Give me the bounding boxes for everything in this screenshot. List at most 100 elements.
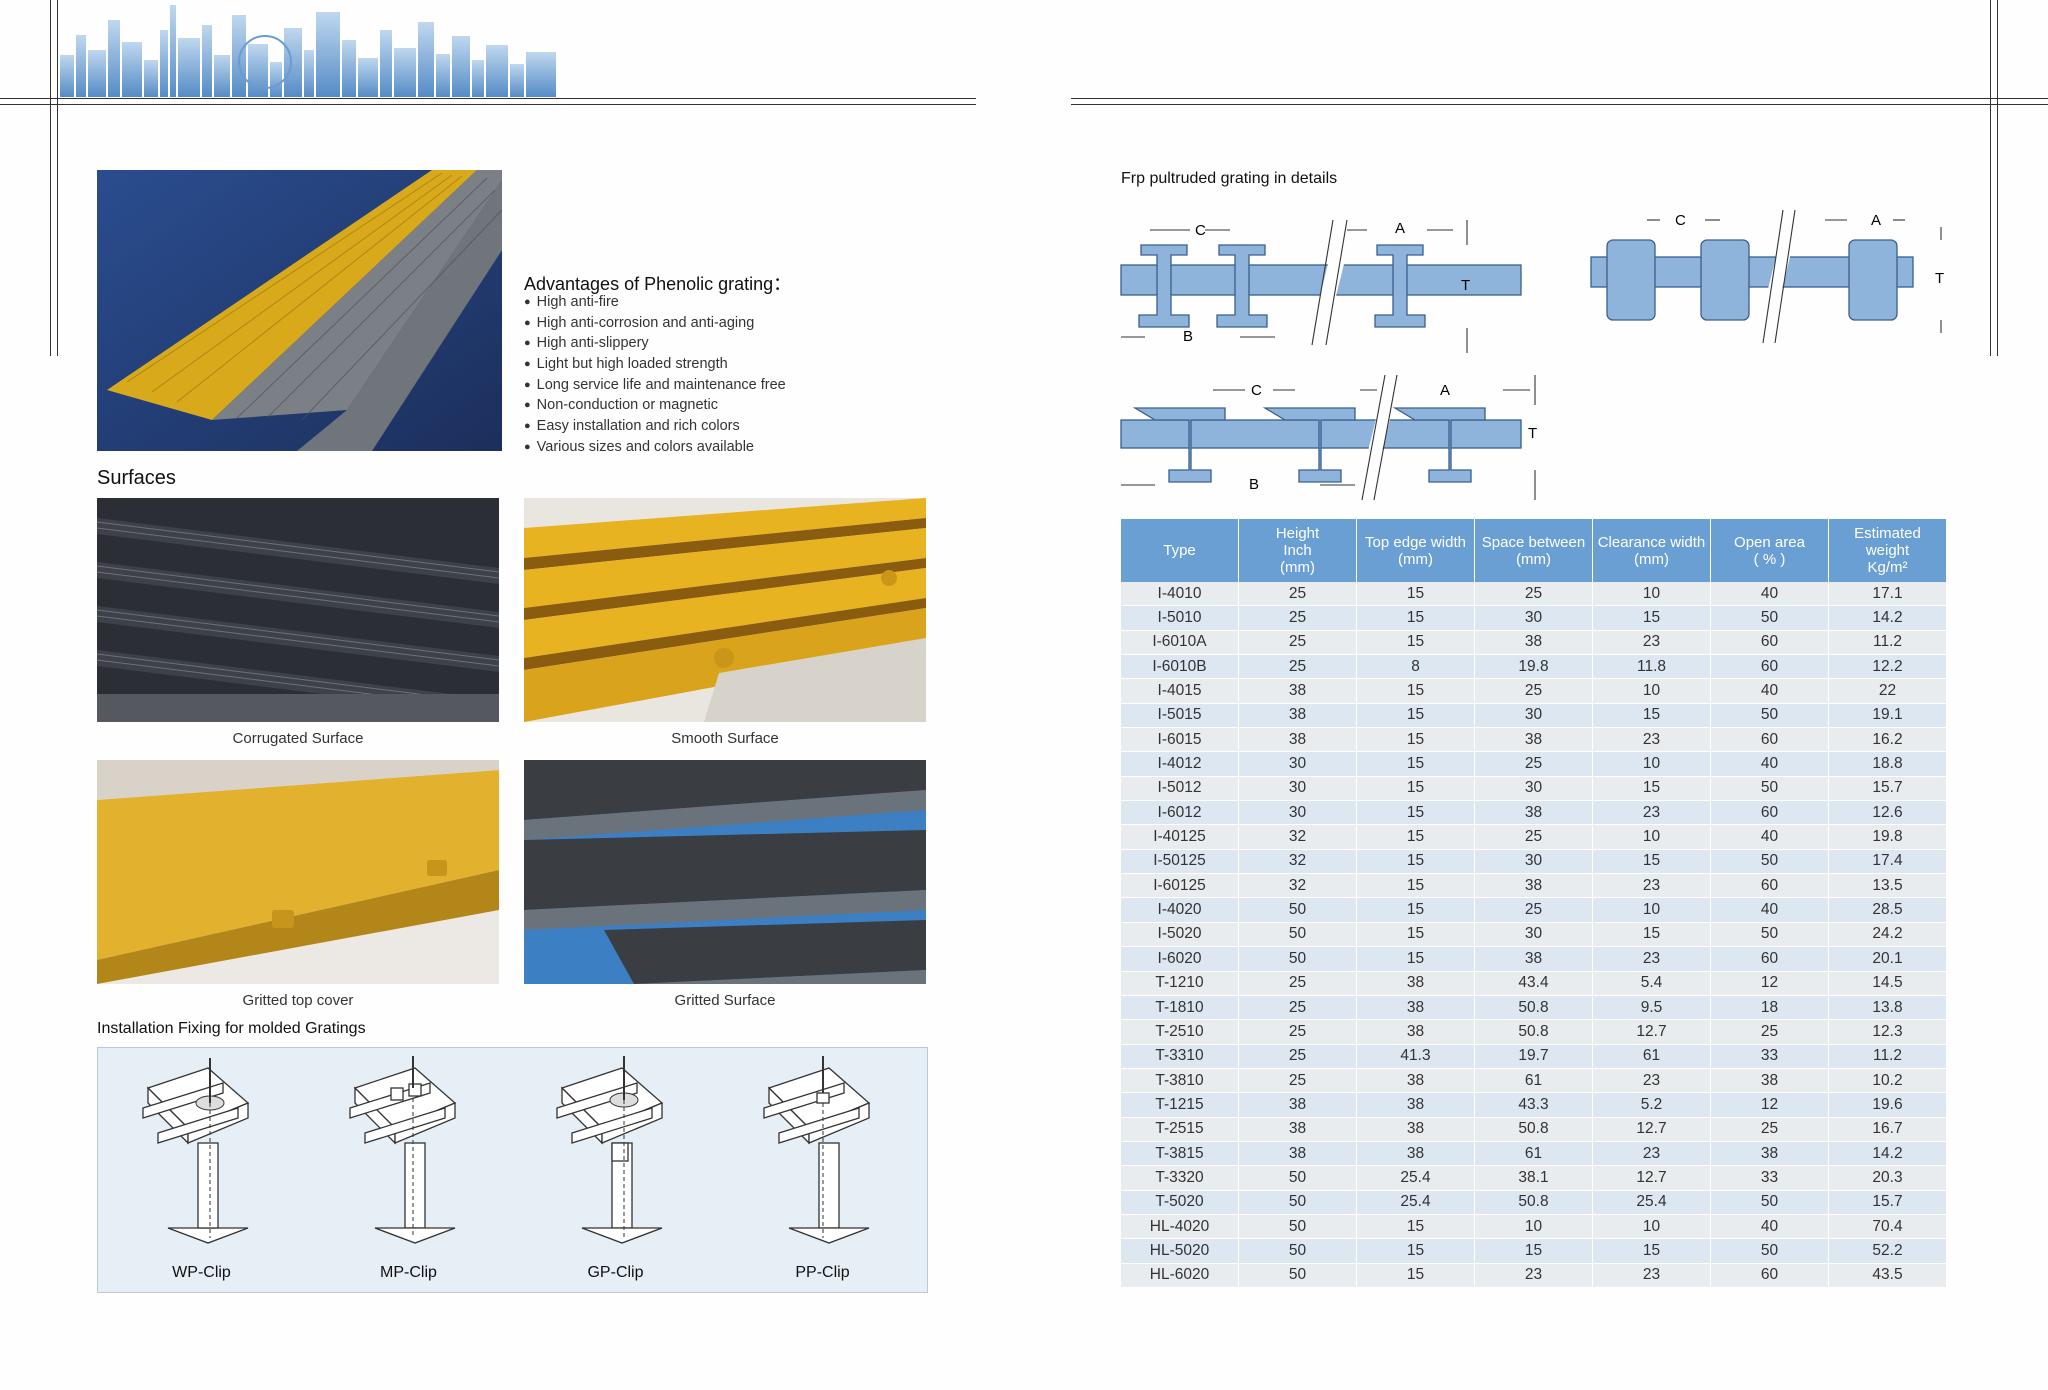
cell-clearance-width: 12.7 [1592, 1117, 1711, 1142]
cell-estimated-weight: 24.2 [1828, 922, 1947, 948]
cell-type: T-1215 [1121, 1092, 1239, 1118]
cell-space-between: 25 [1474, 582, 1593, 607]
cell-clearance-width: 23 [1592, 873, 1711, 899]
cell-type: I-6010A [1121, 630, 1239, 656]
cell-top-edge-width: 38 [1356, 1092, 1475, 1118]
cell-height: 25 [1238, 630, 1357, 656]
dim-label-c: C [1251, 382, 1262, 399]
advantage-item: Non-conduction or magnetic [524, 395, 786, 416]
advantage-item: Light but high loaded strength [524, 354, 786, 375]
header-line: Kg/m² [1867, 559, 1908, 576]
cell-estimated-weight: 19.1 [1828, 703, 1947, 729]
cell-type: I-4020 [1121, 897, 1239, 923]
header-line: Inch [1283, 542, 1312, 559]
cell-estimated-weight: 70.4 [1828, 1214, 1947, 1240]
cell-height: 38 [1238, 1141, 1357, 1167]
cell-height: 38 [1238, 703, 1357, 729]
cell-space-between: 30 [1474, 849, 1593, 875]
cell-type: T-1210 [1121, 971, 1239, 996]
cell-height: 32 [1238, 824, 1357, 850]
dim-label-a: A [1440, 382, 1450, 399]
cell-clearance-width: 15 [1592, 1238, 1711, 1264]
cell-clearance-width: 10 [1592, 678, 1711, 704]
gritted-surface-photo [524, 760, 926, 984]
cell-space-between: 19.8 [1474, 654, 1593, 680]
header-line: Open area [1734, 533, 1805, 551]
cell-type: I-6010B [1121, 654, 1239, 680]
cell-top-edge-width: 15 [1356, 897, 1475, 923]
surfaces-heading: Surfaces [97, 467, 176, 489]
cell-height: 25 [1238, 1068, 1357, 1094]
cell-clearance-width: 23 [1592, 1068, 1711, 1094]
cell-estimated-weight: 13.8 [1828, 995, 1947, 1021]
cell-open-area: 40 [1710, 824, 1829, 850]
cell-space-between: 25 [1474, 897, 1593, 923]
cell-clearance-width: 10 [1592, 824, 1711, 850]
cell-estimated-weight: 22 [1828, 678, 1947, 704]
cell-space-between: 10 [1474, 1214, 1593, 1240]
cell-space-between: 61 [1474, 1141, 1593, 1167]
cell-top-edge-width: 15 [1356, 751, 1475, 777]
cell-open-area: 50 [1710, 1238, 1829, 1264]
cell-space-between: 30 [1474, 776, 1593, 802]
cell-clearance-width: 12.7 [1592, 1019, 1711, 1045]
cell-open-area: 12 [1710, 1092, 1829, 1118]
cell-estimated-weight: 14.5 [1828, 971, 1947, 996]
header-line: Type [1163, 542, 1196, 559]
corrugated-surface-photo [97, 498, 499, 722]
cell-open-area: 38 [1710, 1141, 1829, 1167]
cell-estimated-weight: 15.7 [1828, 776, 1947, 802]
cell-top-edge-width: 15 [1356, 1214, 1475, 1240]
frame-line-top-left-2 [0, 104, 976, 105]
cell-height: 25 [1238, 654, 1357, 680]
cell-type: I-6020 [1121, 946, 1239, 972]
cell-height: 30 [1238, 776, 1357, 802]
cell-top-edge-width: 38 [1356, 1117, 1475, 1142]
cell-estimated-weight: 17.1 [1828, 582, 1947, 607]
cell-type: T-2515 [1121, 1117, 1239, 1142]
dim-label-t: T [1528, 425, 1537, 442]
cell-type: T-3815 [1121, 1141, 1239, 1167]
cell-open-area: 50 [1710, 703, 1829, 729]
cell-space-between: 30 [1474, 703, 1593, 729]
i-bar-profile-diagram: C A B T [1120, 219, 1522, 353]
cell-type: I-5012 [1121, 776, 1239, 802]
cell-space-between: 30 [1474, 605, 1593, 631]
smooth-surface-caption: Smooth Surface [671, 730, 779, 747]
cell-clearance-width: 23 [1592, 1263, 1711, 1288]
cell-space-between: 38 [1474, 873, 1593, 899]
cell-estimated-weight: 20.3 [1828, 1165, 1947, 1191]
cell-type: T-2510 [1121, 1019, 1239, 1045]
cell-top-edge-width: 38 [1356, 995, 1475, 1021]
cell-type: HL-6020 [1121, 1263, 1239, 1288]
header-space-between: Space between(mm) [1474, 519, 1593, 582]
cell-open-area: 40 [1710, 1214, 1829, 1240]
cell-height: 38 [1238, 678, 1357, 704]
pp-clip-diagram: PP-Clip [719, 1048, 926, 1292]
cell-open-area: 40 [1710, 897, 1829, 923]
cell-space-between: 23 [1474, 1263, 1593, 1288]
cell-height: 32 [1238, 849, 1357, 875]
cell-top-edge-width: 15 [1356, 776, 1475, 802]
cell-estimated-weight: 28.5 [1828, 897, 1947, 923]
cell-top-edge-width: 15 [1356, 1238, 1475, 1264]
cell-type: I-60125 [1121, 873, 1239, 899]
advantage-item: Various sizes and colors available [524, 437, 786, 458]
cell-height: 25 [1238, 1044, 1357, 1069]
cell-space-between: 38 [1474, 727, 1593, 753]
cell-top-edge-width: 15 [1356, 800, 1475, 826]
cell-open-area: 60 [1710, 946, 1829, 972]
cell-estimated-weight: 15.7 [1828, 1190, 1947, 1215]
advantages-list: High anti-fire High anti-corrosion and a… [524, 292, 786, 458]
gritted-top-cover-photo [97, 760, 499, 984]
dim-label-t: T [1461, 277, 1470, 294]
